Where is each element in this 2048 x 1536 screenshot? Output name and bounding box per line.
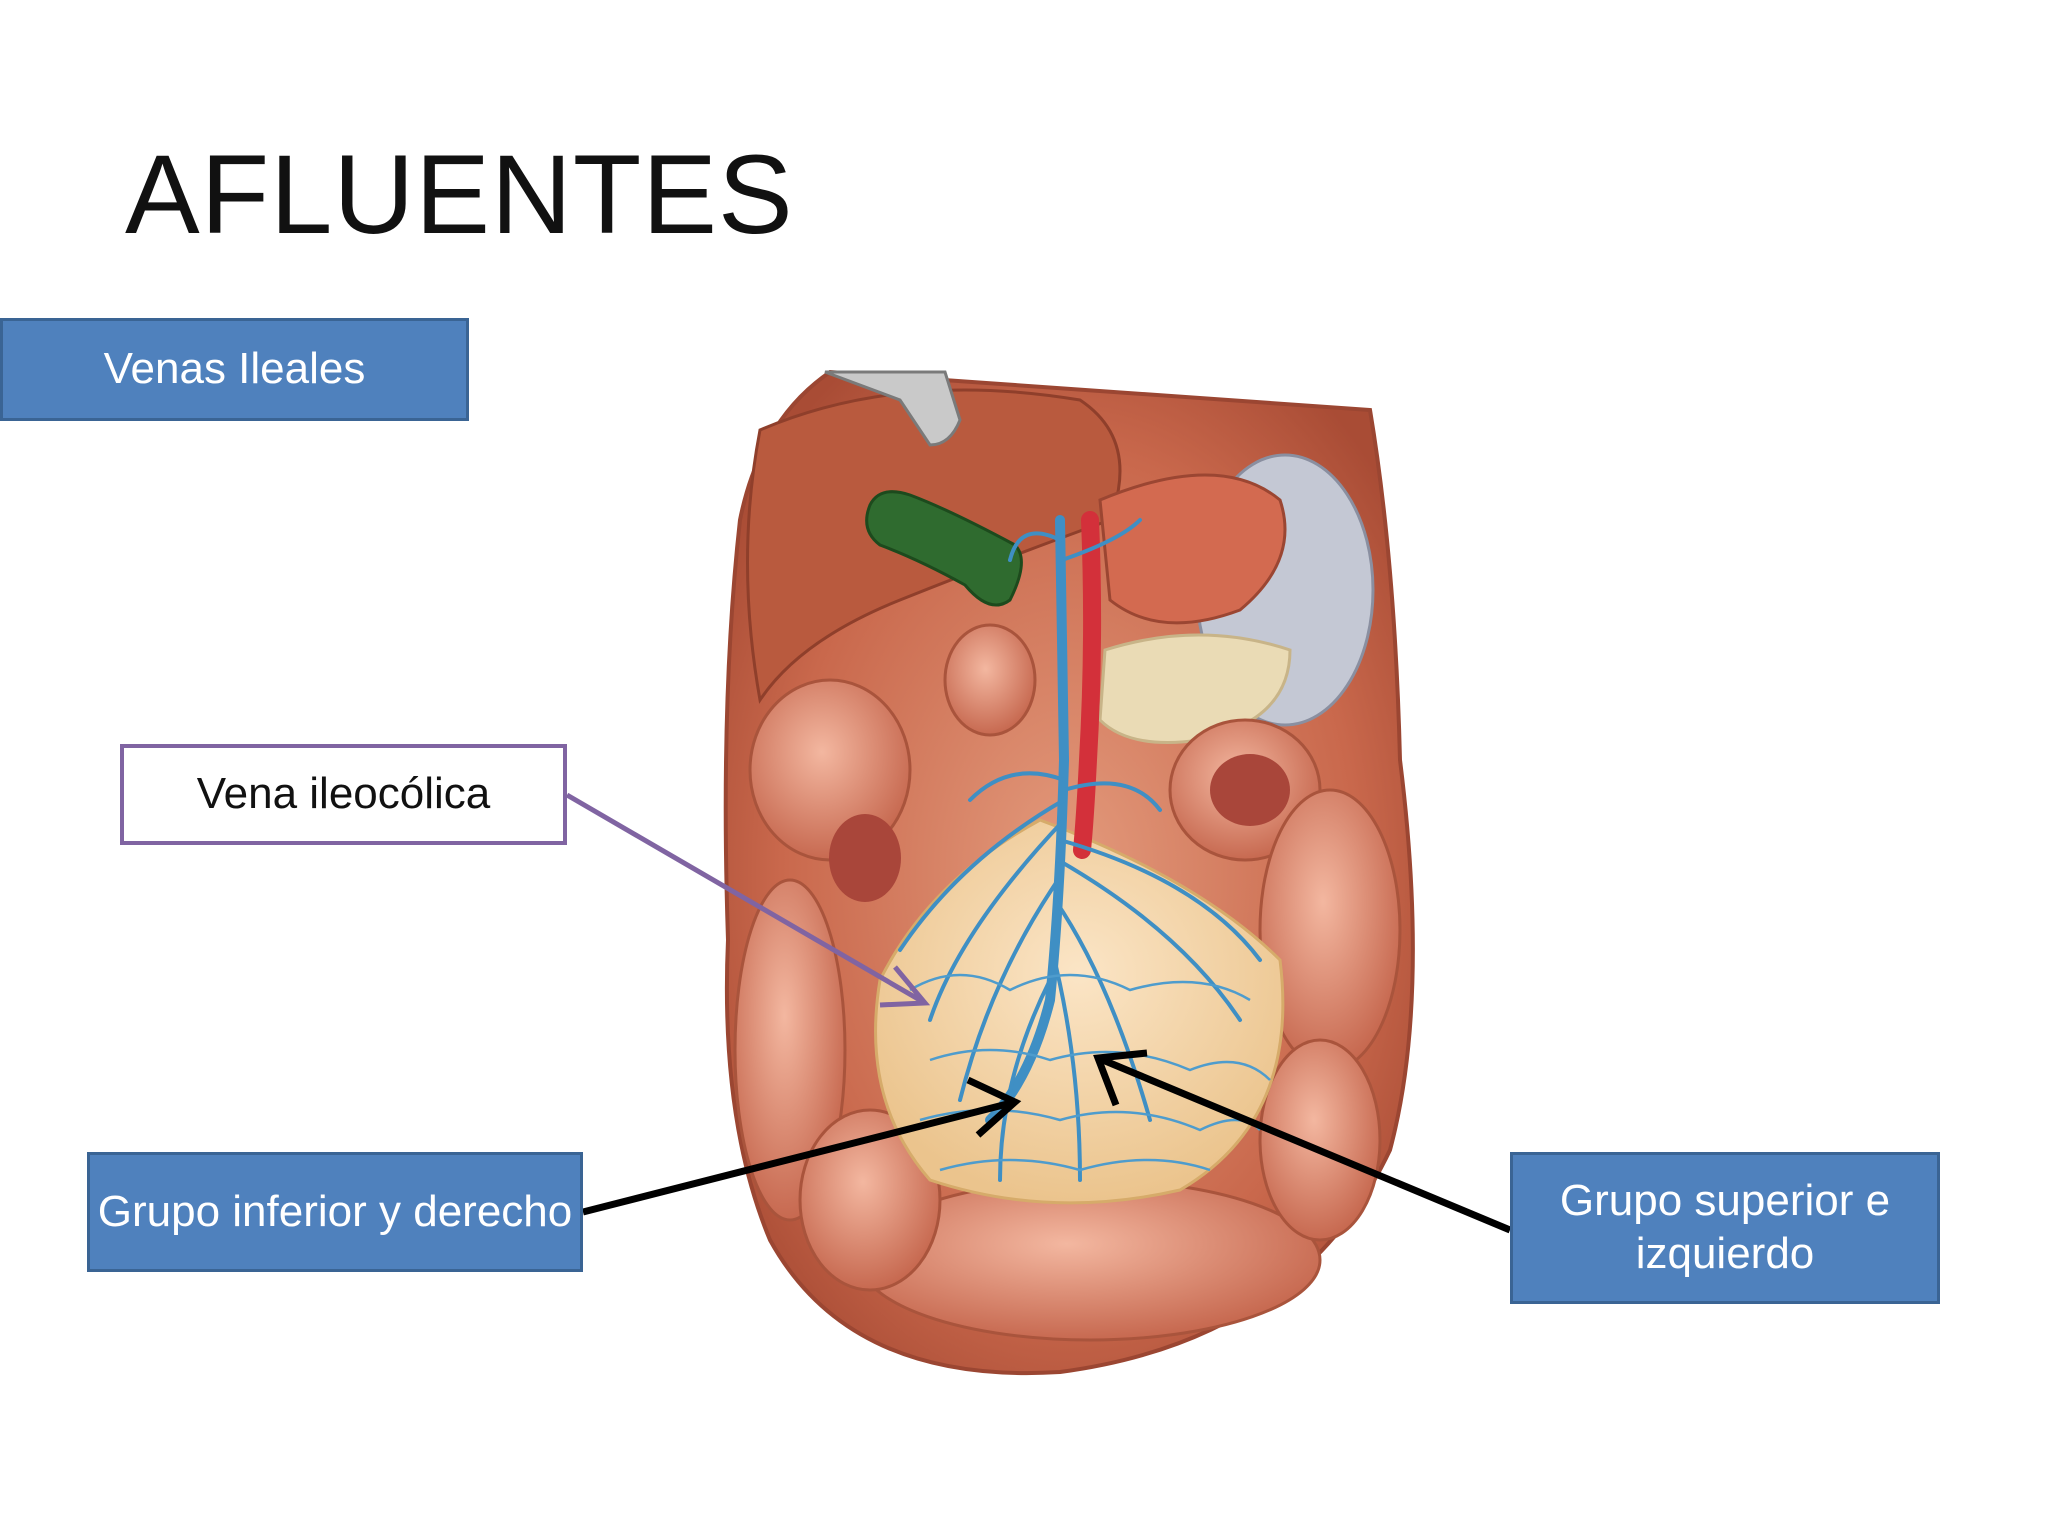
arrowhead-grupo-inferior bbox=[966, 1076, 1022, 1138]
label-grupo-superior: Grupo superior e izquierdo bbox=[1510, 1152, 1940, 1304]
vein-branches bbox=[898, 518, 1262, 1182]
arrow-grupo-superior bbox=[1096, 1054, 1512, 1234]
gallbladder bbox=[865, 490, 1023, 607]
slide-title: AFLUENTES bbox=[125, 132, 794, 257]
arrowhead-grupo-superior bbox=[1093, 1049, 1148, 1107]
label-grupo-inferior: Grupo inferior y derecho bbox=[87, 1152, 583, 1272]
retractor bbox=[824, 370, 962, 447]
mesentery bbox=[874, 818, 1285, 1205]
artery bbox=[1073, 511, 1102, 859]
colon-loops bbox=[733, 623, 1402, 1342]
label-venas-ileales: Venas Ileales bbox=[0, 318, 469, 421]
label-vena-ileocolica: Vena ileocólica bbox=[120, 744, 567, 845]
arrow-grupo-inferior bbox=[582, 1098, 1016, 1216]
connector-vena-ileocolica bbox=[565, 792, 927, 1006]
arrowhead-vena-ileocolica bbox=[879, 965, 931, 1008]
pancreas bbox=[1098, 633, 1292, 744]
stomach bbox=[1098, 473, 1287, 625]
